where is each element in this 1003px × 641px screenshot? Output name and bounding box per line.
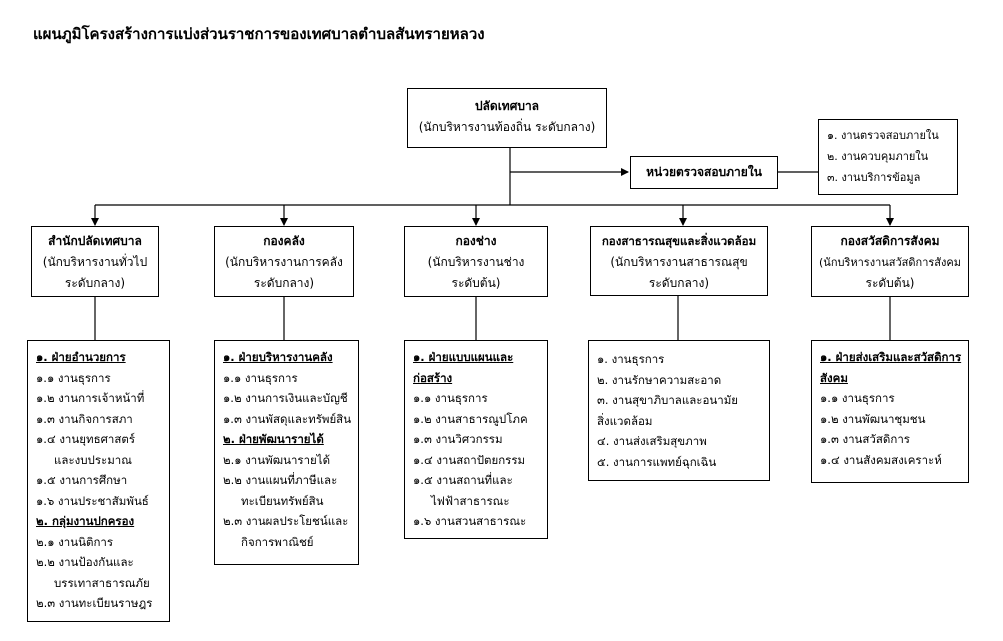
division-name: กองช่าง <box>455 234 497 248</box>
division-subtitle: (นักบริหารงานสาธารณสุข <box>610 255 748 269</box>
division-subtitle: ระดับกลาง) <box>64 276 126 290</box>
audit-item: ๒. งานควบคุมภายใน <box>827 150 929 163</box>
task-item: ๑.๓ งานกิจการสภา <box>36 411 133 426</box>
section-heading: ๑. ฝ่ายแบบแผนและ <box>413 350 514 364</box>
task-item: กิจการพาณิชย์ <box>241 534 314 549</box>
section-heading: ก่อสร้าง <box>413 370 453 385</box>
division-name: กองสาธารณสุขและสิ่งแวดล้อม <box>601 234 757 248</box>
division-subtitle: (นักบริหารงานช่าง <box>427 255 525 269</box>
task-item: ๑.๒ งานการเงินและบัญชี <box>223 391 348 405</box>
task-item: ๕. งานการแพทย์ฉุกเฉิน <box>597 454 717 469</box>
audit-item: ๓. งานบริการข้อมูล <box>827 171 921 184</box>
division-subtitle: ระดับกลาง) <box>648 276 710 290</box>
section-heading: ๑. ฝ่ายส่งเสริมและสวัสดิการ <box>820 350 962 364</box>
audit-list: ๑. งานตรวจสอบภายใน ๒. งานควบคุมภายใน ๓. … <box>818 119 958 195</box>
division-box: สำนักปลัดเทศบาล (นักบริหารงานทั่วไป ระดั… <box>31 226 159 297</box>
head-subtitle: (นักบริหารงานท้องถิ่น ระดับกลาง) <box>418 120 596 134</box>
division-subtitle: ระดับต้น) <box>865 276 915 290</box>
division-subtitle: (นักบริหารงานการคลัง <box>225 255 343 269</box>
task-item: ๑.๔ งานยุทธศาสตร์ <box>36 432 136 446</box>
task-item: ๑.๕ งานสถานที่และ <box>413 473 513 487</box>
division-task-list: ๑. ฝ่ายบริหารงานคลัง๑.๑ งานธุรการ๑.๒ งาน… <box>214 340 359 565</box>
division-box: กองคลัง (นักบริหารงานการคลัง ระดับกลาง) <box>214 226 354 297</box>
task-item: ๑.๑ งานธุรการ <box>223 370 298 385</box>
task-item: ๑. งานธุรการ <box>597 352 665 366</box>
division-name: กองสวัสดิการสังคม <box>840 234 940 248</box>
task-item: ๑.๑ งานธุรการ <box>820 391 895 405</box>
task-item: ๑.๓ งานวิศวกรรม <box>413 432 503 446</box>
division-name: สำนักปลัดเทศบาล <box>48 234 142 248</box>
head-name: ปลัดเทศบาล <box>474 99 540 113</box>
task-item: ๒.๑ งานนิติการ <box>36 534 114 549</box>
task-item: ๒. งานรักษาความสะอาด <box>597 372 722 387</box>
task-item: ไฟฟ้าสาธารณะ <box>431 493 510 508</box>
task-item: ๑.๔ งานสังคมสงเคราะห์ <box>820 452 942 467</box>
division-box: กองช่าง (นักบริหารงานช่าง ระดับต้น) <box>404 226 548 297</box>
task-item: ๑.๓ งานพัสดุและทรัพย์สิน <box>223 411 352 426</box>
division-box: กองสวัสดิการสังคม (นักบริหารงานสวัสดิการ… <box>811 226 969 297</box>
division-name: กองคลัง <box>263 234 305 248</box>
audit-box: หน่วยตรวจสอบภายใน <box>630 156 778 189</box>
section-heading: ๑. ฝ่ายบริหารงานคลัง <box>223 350 333 364</box>
division-task-list: ๑. ฝ่ายอำนวยการ๑.๑ งานธุรการ๑.๒ งานการเจ… <box>27 340 170 622</box>
division-subtitle: (นักบริหารงานทั่วไป <box>42 255 148 269</box>
section-heading: ๑. ฝ่ายอำนวยการ <box>36 350 126 364</box>
task-item: ๑.๒ งานพัฒนาชุมชน <box>820 411 926 426</box>
audit-item: ๑. งานตรวจสอบภายใน <box>827 129 939 142</box>
division-task-list: ๑. ฝ่ายส่งเสริมและสวัสดิการสังคม๑.๑ งานธ… <box>811 340 969 483</box>
task-item: ๑.๑ งานธุรการ <box>36 370 111 385</box>
division-subtitle: (นักบริหารงานสวัสดิการสังคม <box>819 256 961 269</box>
task-item: บรรเทาสาธารณภัย <box>54 575 150 590</box>
task-item: ๑.๓ งานสวัสดิการ <box>820 432 910 446</box>
section-heading: ๒. กลุ่มงานปกครอง <box>36 514 135 528</box>
division-task-list: ๑. งานธุรการ๒. งานรักษาความสะอาด๓. งานสุ… <box>588 340 770 481</box>
task-item: ๑.๒ งานสาธารณูปโภค <box>413 411 528 426</box>
page-title: แผนภูมิโครงสร้างการแบ่งส่วนราชการของเทศบ… <box>33 25 485 43</box>
task-item: ๔. งานส่งเสริมสุขภาพ <box>597 434 707 448</box>
audit-name: หน่วยตรวจสอบภายใน <box>646 165 762 179</box>
task-item: ๑.๑ งานธุรการ <box>413 391 488 405</box>
task-item: ทะเบียนทรัพย์สิน <box>241 493 324 508</box>
section-heading: สังคม <box>820 370 848 385</box>
task-item: ๑.๖ งานประชาสัมพันธ์ <box>36 493 149 508</box>
division-subtitle: ระดับต้น) <box>451 276 501 290</box>
division-task-list: ๑. ฝ่ายแบบแผนและก่อสร้าง๑.๑ งานธุรการ๑.๒… <box>404 340 548 539</box>
head-box: ปลัดเทศบาล (นักบริหารงานท้องถิ่น ระดับกล… <box>407 88 607 148</box>
task-item: และงบประมาณ <box>54 452 132 467</box>
task-item: ๑.๒ งานการเจ้าหน้าที่ <box>36 391 145 405</box>
division-box: กองสาธารณสุขและสิ่งแวดล้อม (นักบริหารงาน… <box>590 226 768 296</box>
division-subtitle: ระดับกลาง) <box>253 276 315 290</box>
section-heading: ๒. ฝ่ายพัฒนารายได้ <box>223 432 324 446</box>
task-item: ๑.๖ งานสวนสาธารณะ <box>413 514 527 528</box>
task-item: ๑.๕ งานการศึกษา <box>36 473 128 487</box>
task-item: สิ่งแวดล้อม <box>597 413 653 428</box>
task-item: ๒.๒ งานป้องกันและ <box>36 555 134 569</box>
task-item: ๒.๓ งานทะเบียนราษฎร <box>36 596 153 610</box>
task-item: ๒.๑ งานพัฒนารายได้ <box>223 452 331 467</box>
task-item: ๒.๒ งานแผนที่ภาษีและ <box>223 473 338 487</box>
task-item: ๑.๔ งานสถาปัตยกรรม <box>413 452 526 467</box>
task-item: ๓. งานสุขาภิบาลและอนามัย <box>597 393 739 407</box>
task-item: ๒.๓ งานผลประโยชน์และ <box>223 514 349 528</box>
